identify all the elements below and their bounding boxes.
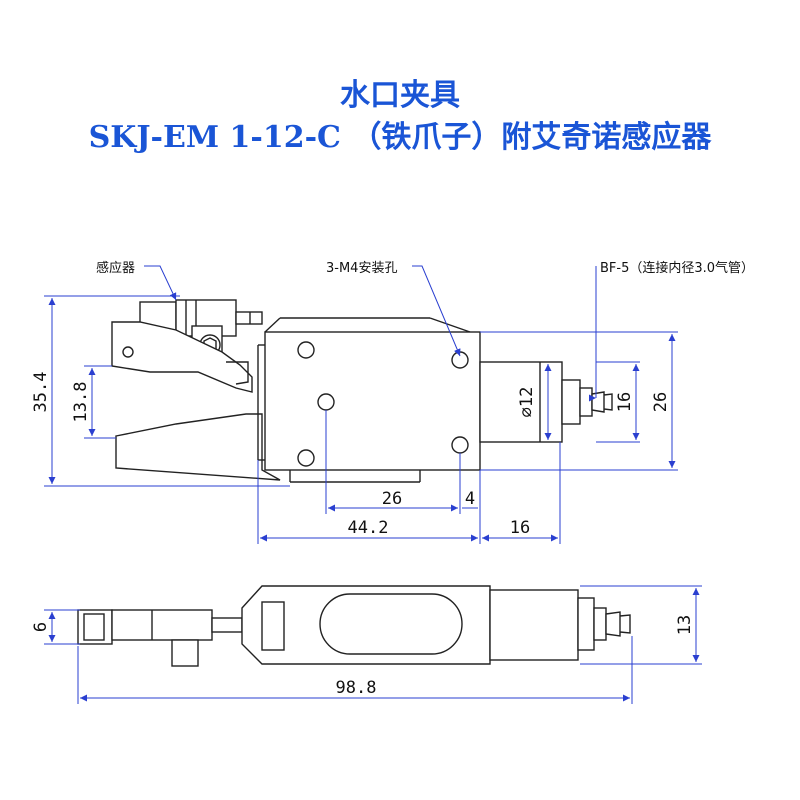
dim-35-4: 35.4 [31, 372, 51, 413]
dim-16-vertical: 16 [615, 392, 635, 412]
dim-6: 6 [31, 622, 51, 632]
title-line-1: 水口夹具 [340, 78, 460, 113]
sensor-assembly [139, 299, 263, 357]
sensor-label: 感应器 [96, 260, 135, 276]
mount-hole [297, 449, 315, 467]
upper-jaw [111, 321, 253, 393]
dim-13: 13 [675, 615, 695, 635]
main-body [264, 331, 481, 471]
dim-26-horizontal: 26 [382, 489, 402, 509]
dim-44-2: 44.2 [348, 518, 389, 538]
lower-jaw [115, 413, 281, 481]
top-view [111, 299, 613, 483]
dim-98-8: 98.8 [336, 678, 377, 698]
dim-diameter-12: ⌀12 [517, 387, 537, 418]
side-view [77, 585, 631, 667]
title-line-2: SKJ-EM 1-12-C （铁爪子）附艾奇诺感应器 [88, 120, 712, 155]
mount-hole [297, 341, 315, 359]
side-body [241, 585, 491, 665]
dim-26-vertical: 26 [651, 392, 671, 412]
fitting-label: BF-5（连接内径3.0气管） [600, 260, 754, 276]
holes-label: 3-M4安装孔 [326, 261, 397, 276]
dim-4: 4 [465, 489, 475, 509]
dimension-lines [44, 265, 702, 704]
slot [319, 593, 463, 655]
dim-16-horizontal: 16 [510, 518, 530, 538]
dim-13-8: 13.8 [71, 382, 91, 423]
barb-fitting [591, 391, 613, 413]
